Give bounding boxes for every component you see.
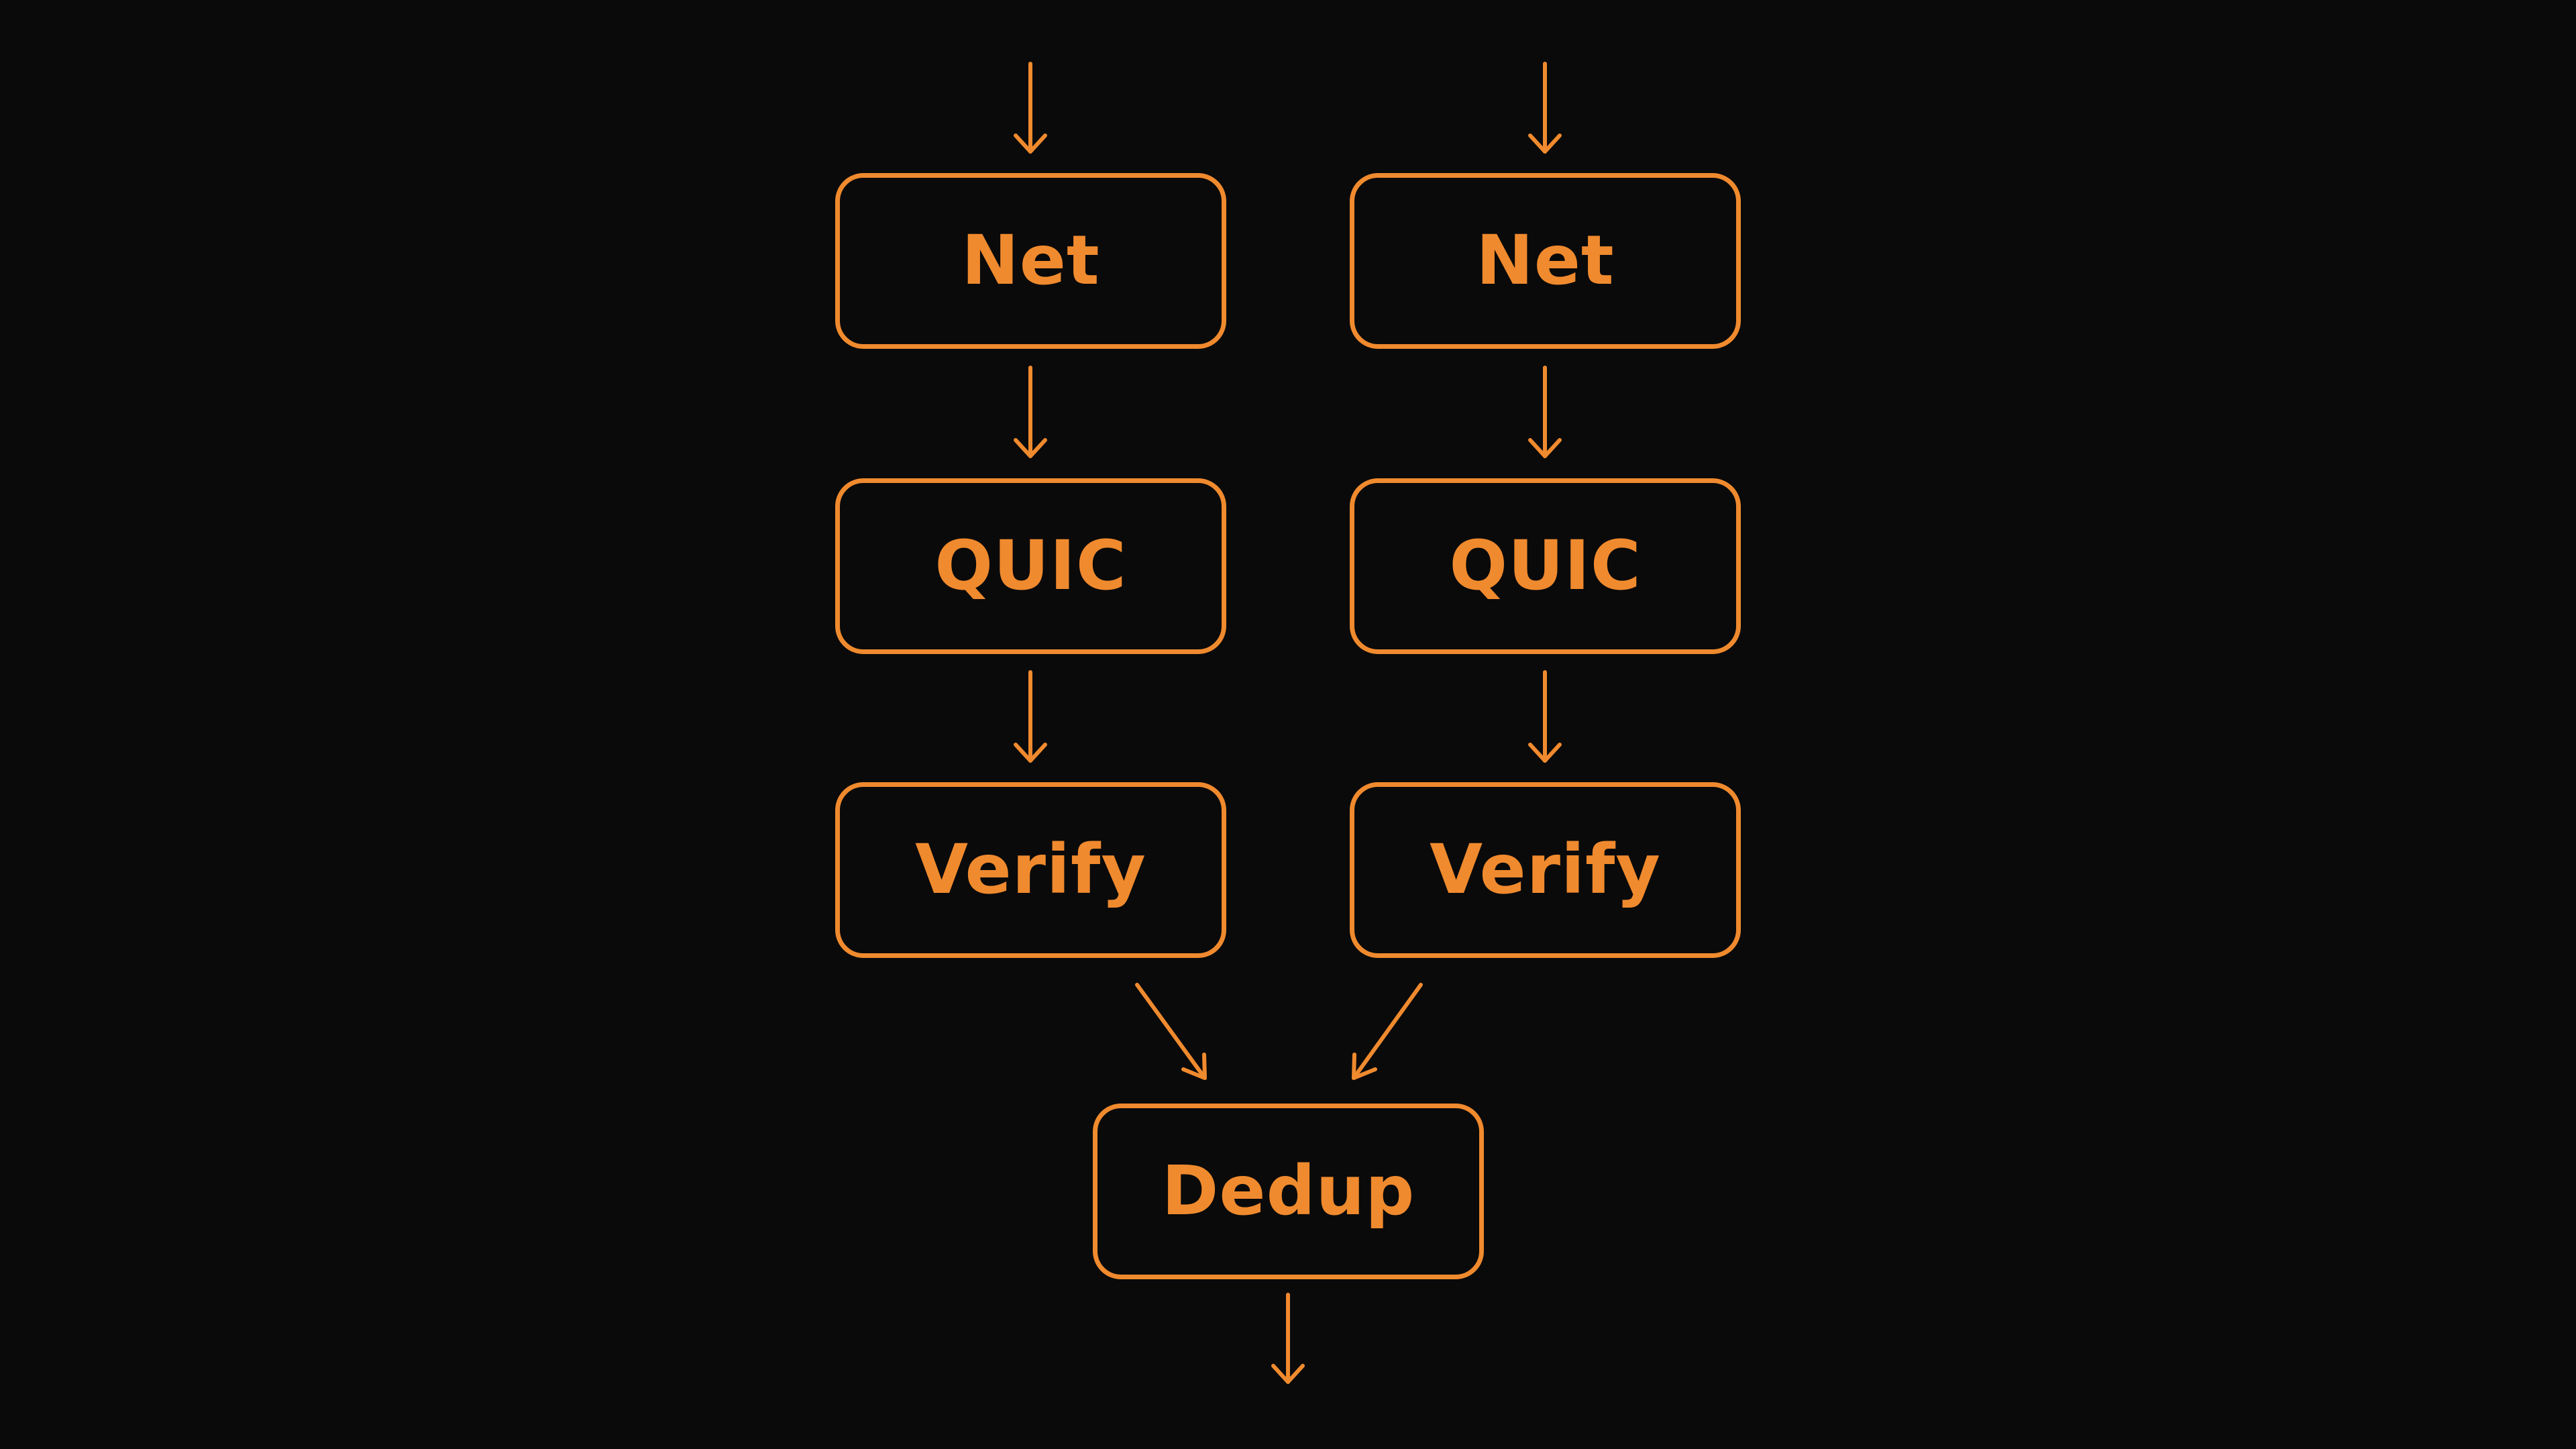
verify-node-left: Verify <box>835 782 1226 958</box>
quic-node-right: QUIC <box>1350 478 1741 654</box>
arrow-quic-verify-right <box>1528 670 1562 763</box>
net-label-left: Net <box>961 221 1100 301</box>
arrow-net-quic-left <box>1014 366 1047 458</box>
verify-label-left: Verify <box>915 830 1146 910</box>
quic-label-left: QUIC <box>934 526 1127 606</box>
dedup-node: Dedup <box>1093 1104 1484 1279</box>
arrow-net-quic-right <box>1528 366 1562 458</box>
net-label-right: Net <box>1476 221 1615 301</box>
arrow-verify-dedup-left <box>1135 983 1207 1080</box>
verify-node-right: Verify <box>1350 782 1741 958</box>
quic-label-right: QUIC <box>1449 526 1642 606</box>
net-node-left: Net <box>835 173 1226 349</box>
arrow-input-right <box>1528 62 1562 154</box>
arrow-output <box>1271 1293 1305 1384</box>
verify-label-right: Verify <box>1430 830 1661 910</box>
arrow-quic-verify-left <box>1014 670 1047 763</box>
arrow-input-left <box>1014 62 1047 154</box>
dedup-label: Dedup <box>1161 1151 1415 1231</box>
net-node-right: Net <box>1350 173 1741 349</box>
arrow-verify-dedup-right <box>1352 983 1423 1080</box>
quic-node-left: QUIC <box>835 478 1226 654</box>
